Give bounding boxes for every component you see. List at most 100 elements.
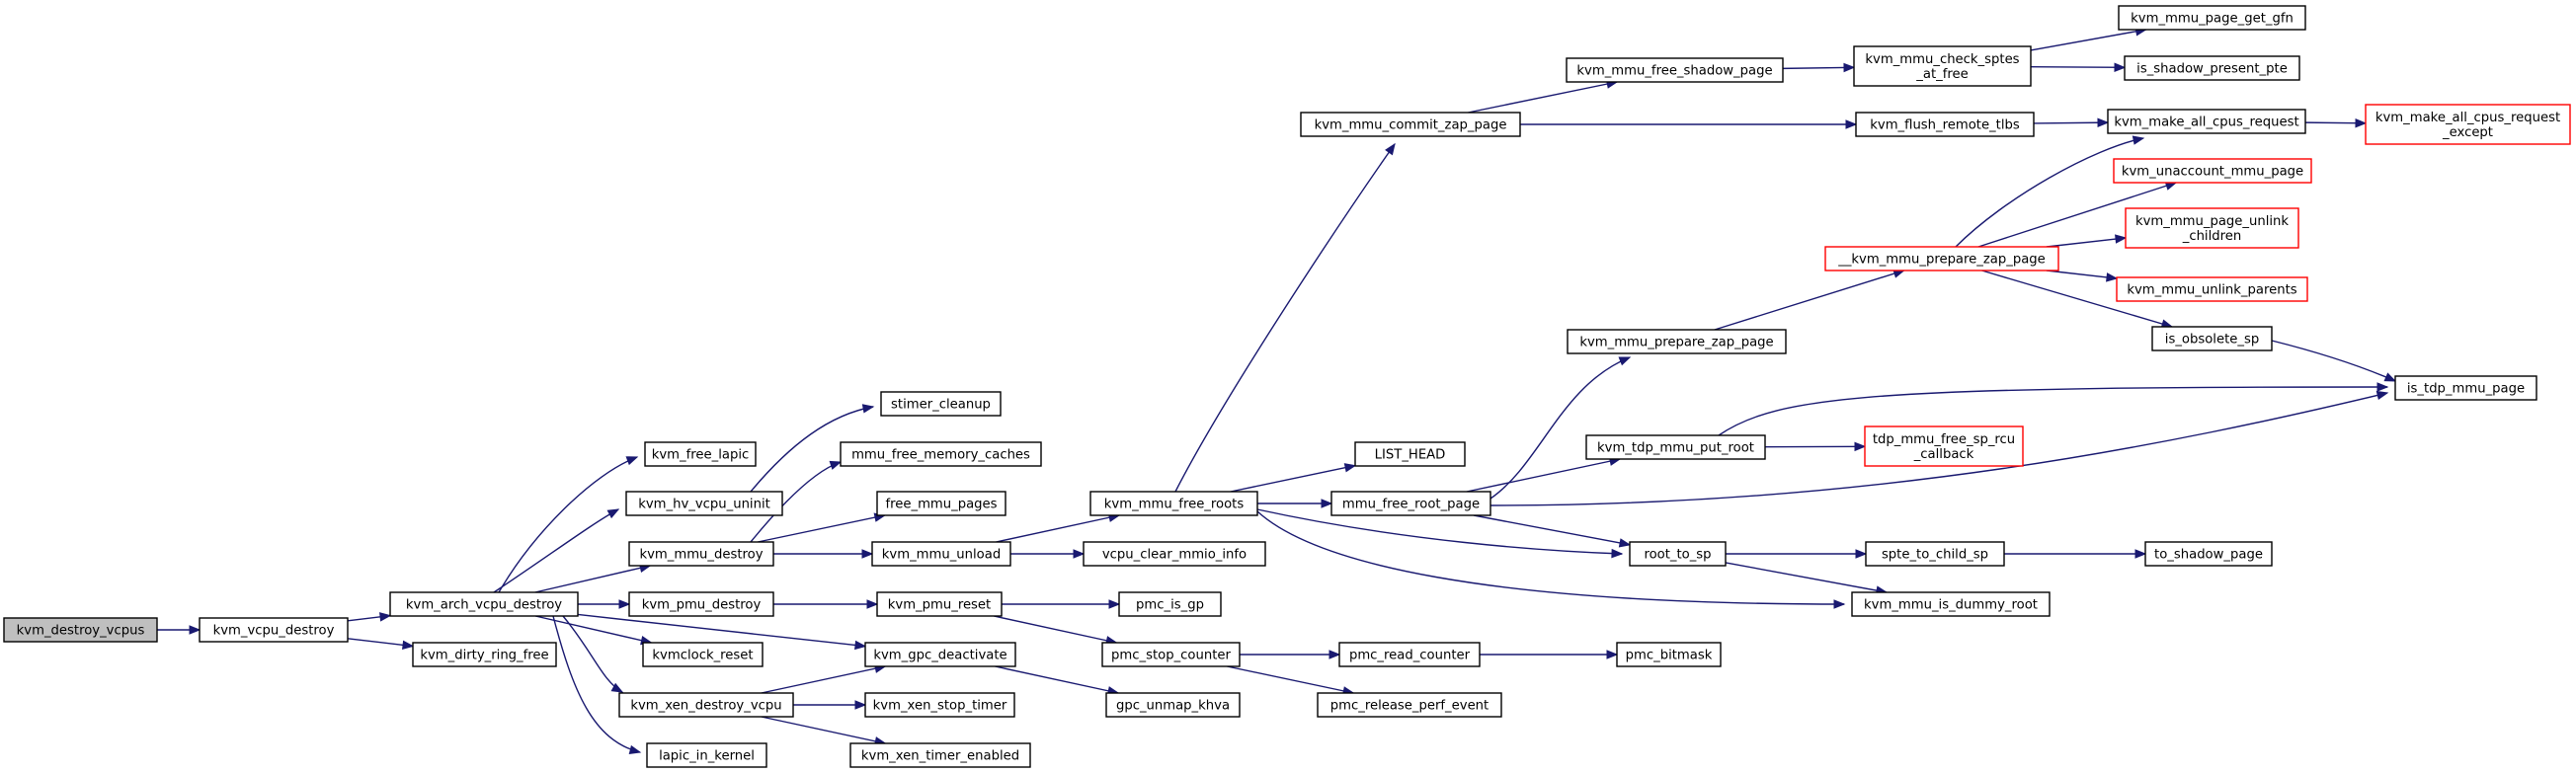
node-kvm_mmu_check_sptes_at_free[interactable]: kvm_mmu_check_sptes_at_free [1853,45,2032,87]
node-kvm_xen_timer_enabled[interactable]: kvm_xen_timer_enabled [849,742,1031,768]
node-kvm_make_all_cpus_request[interactable]: kvm_make_all_cpus_request [2107,109,2306,134]
node-box [389,591,579,617]
node-gpc_unmap_khva[interactable]: gpc_unmap_khva [1105,692,1241,718]
node-box [642,642,764,667]
node-pmc_read_counter[interactable]: pmc_read_counter [1338,642,1481,667]
edge-kvm_mmu_free_roots-to-kvm_mmu_commit_zap_page [1174,142,1396,493]
node-vcpu_clear_mmio_info[interactable]: vcpu_clear_mmio_info [1083,541,1266,567]
edge-kvm_gpc_deactivate-to-gpc_unmap_khva [995,665,1120,696]
edge-arrowhead [2383,372,2397,382]
node-box [1101,642,1241,667]
node-label: kvm_xen_timer_enabled [861,749,1019,764]
node-kvm_destroy_vcpus: kvm_destroy_vcpus [3,617,158,643]
node-spte_to_child_sp[interactable]: spte_to_child_sp [1865,541,2005,567]
edge-kvm_mmu_prepare_zap_page-to-__kvm_mmu_prepare_zap_page [1714,269,1905,331]
node-kvm_mmu_is_dummy_root[interactable]: kvm_mmu_is_dummy_root [1851,591,2051,617]
node-label: pmc_stop_counter [1111,649,1231,663]
node-box [2125,207,2299,249]
edge-arrowhead [1108,599,1121,609]
node-kvm_free_lapic[interactable]: kvm_free_lapic [644,441,757,467]
node-lapic_in_kernel[interactable]: lapic_in_kernel [646,742,767,768]
edge-line [761,665,886,694]
node-to_shadow_page[interactable]: to_shadow_page [2144,541,2273,567]
node-pmc_is_gp[interactable]: pmc_is_gp [1118,591,1222,617]
node-label: kvm_hv_vcpu_uninit [638,498,770,512]
node-box [1338,642,1481,667]
node-__kvm_mmu_prepare_zap_page[interactable]: __kvm_mmu_prepare_zap_page [1824,246,2059,271]
edge-kvm_xen_destroy_vcpu-to-kvm_gpc_deactivate [761,663,887,694]
edge-line [1256,508,1623,555]
node-kvm_flush_remote_tlbs[interactable]: kvm_flush_remote_tlbs [1855,112,2035,137]
edge-kvm_mmu_unload-to-vcpu_clear_mmio_info [1010,549,1086,559]
node-kvm_xen_stop_timer[interactable]: kvm_xen_stop_timer [864,692,1015,718]
node-mmu_free_root_page[interactable]: mmu_free_root_page [1330,491,1491,516]
node-kvm_mmu_page_unlink_children[interactable]: kvm_mmu_page_unlink_children [2125,207,2299,249]
edge-arrowhead [1618,538,1632,548]
node-kvm_mmu_prepare_zap_page[interactable]: kvm_mmu_prepare_zap_page [1567,329,1787,354]
node-stimer_cleanup[interactable]: stimer_cleanup [880,391,1002,417]
node-kvm_mmu_unlink_parents[interactable]: kvm_mmu_unlink_parents [2116,276,2308,302]
node-pmc_bitmask[interactable]: pmc_bitmask [1616,642,1722,667]
node-box [876,591,1003,617]
edge-line [562,615,623,693]
node-kvm_hv_vcpu_uninit[interactable]: kvm_hv_vcpu_uninit [625,491,783,516]
edge-line [1977,182,2177,248]
node-LIST_HEAD[interactable]: LIST_HEAD [1354,441,1466,467]
node-kvm_mmu_commit_zap_page[interactable]: kvm_mmu_commit_zap_page [1300,112,1521,137]
node-kvm_pmu_destroy[interactable]: kvm_pmu_destroy [628,591,774,617]
edge-kvm_arch_vcpu_destroy-to-kvm_pmu_destroy [578,599,631,609]
edge-pmc_stop_counter-to-pmc_release_perf_event [1227,665,1355,696]
edge-line [1473,514,1631,546]
node-tdp_mmu_free_sp_rcu_callback[interactable]: tdp_mmu_free_sp_rcu_callback [1864,425,2024,467]
node-kvm_mmu_free_roots[interactable]: kvm_mmu_free_roots [1089,491,1258,516]
node-kvm_arch_vcpu_destroy[interactable]: kvm_arch_vcpu_destroy [389,591,579,617]
node-box [644,441,757,467]
node-mmu_free_memory_caches[interactable]: mmu_free_memory_caches [840,441,1042,467]
node-is_tdp_mmu_page[interactable]: is_tdp_mmu_page [2394,375,2537,401]
edge-line [1468,81,1618,114]
edge-mmu_free_root_page-to-root_to_sp [1473,514,1632,548]
node-is_shadow_present_pte[interactable]: is_shadow_present_pte [2124,55,2300,81]
node-kvm_mmu_page_get_gfn[interactable]: kvm_mmu_page_get_gfn [2118,5,2306,31]
node-box [2116,276,2308,302]
edge-arrowhead [2355,117,2368,128]
edge-line [1174,143,1396,493]
node-free_mmu_pages[interactable]: free_mmu_pages [876,491,1006,516]
edge-kvm_pmu_destroy-to-kvm_pmu_reset [773,599,879,609]
node-label: kvm_xen_destroy_vcpu [630,699,781,714]
edge-kvm_arch_vcpu_destroy-to-lapic_in_kernel [552,615,642,755]
edge-line [577,613,866,648]
node-label: kvm_arch_vcpu_destroy [406,598,562,613]
node-root_to_sp[interactable]: root_to_sp [1629,541,1727,567]
edge-arrowhead [1855,549,1868,559]
node-kvm_tdp_mmu_put_root[interactable]: kvm_tdp_mmu_put_root [1585,434,1766,460]
node-kvm_unaccount_mmu_page[interactable]: kvm_unaccount_mmu_page [2113,158,2312,184]
node-kvm_gpc_deactivate[interactable]: kvm_gpc_deactivate [864,642,1016,667]
node-kvm_vcpu_destroy[interactable]: kvm_vcpu_destroy [199,617,349,643]
node-label: kvm_pmu_reset [888,598,991,613]
node-kvm_dirty_ring_free[interactable]: kvm_dirty_ring_free [412,642,557,667]
node-kvmclock_reset[interactable]: kvmclock_reset [642,642,764,667]
node-kvm_mmu_free_shadow_page[interactable]: kvm_mmu_free_shadow_page [1566,57,1784,83]
edge-arrowhead [2132,135,2145,145]
node-label: kvm_mmu_free_roots [1104,498,1245,512]
node-pmc_release_perf_event[interactable]: pmc_release_perf_event [1317,692,1502,718]
node-is_obsolete_sp[interactable]: is_obsolete_sp [2151,326,2273,351]
node-box [2124,55,2300,81]
edge-arrowhead [1328,650,1341,659]
edge-arrowhead [1843,62,1856,73]
node-label: kvm_mmu_is_dummy_root [1864,598,2038,613]
node-kvm_xen_destroy_vcpu[interactable]: kvm_xen_destroy_vcpu [618,692,794,718]
edge-mmu_free_root_page-to-kvm_tdp_mmu_put_root [1466,456,1622,493]
node-kvm_mmu_destroy[interactable]: kvm_mmu_destroy [628,541,774,567]
node-box [1083,541,1266,567]
node-kvm_make_all_cpus_request_except[interactable]: kvm_make_all_cpus_request_except [2365,104,2571,145]
edge-arrowhead [1073,549,1086,559]
node-pmc_stop_counter[interactable]: pmc_stop_counter [1101,642,1241,667]
node-label: kvm_tdp_mmu_put_root [1597,441,1754,456]
edge-kvm_tdp_mmu_put_root-to-tdp_mmu_free_sp_rcu_callback [1764,441,1867,452]
edge-line [1725,562,1888,593]
node-kvm_pmu_reset[interactable]: kvm_pmu_reset [876,591,1003,617]
node-kvm_mmu_unload[interactable]: kvm_mmu_unload [871,541,1011,567]
